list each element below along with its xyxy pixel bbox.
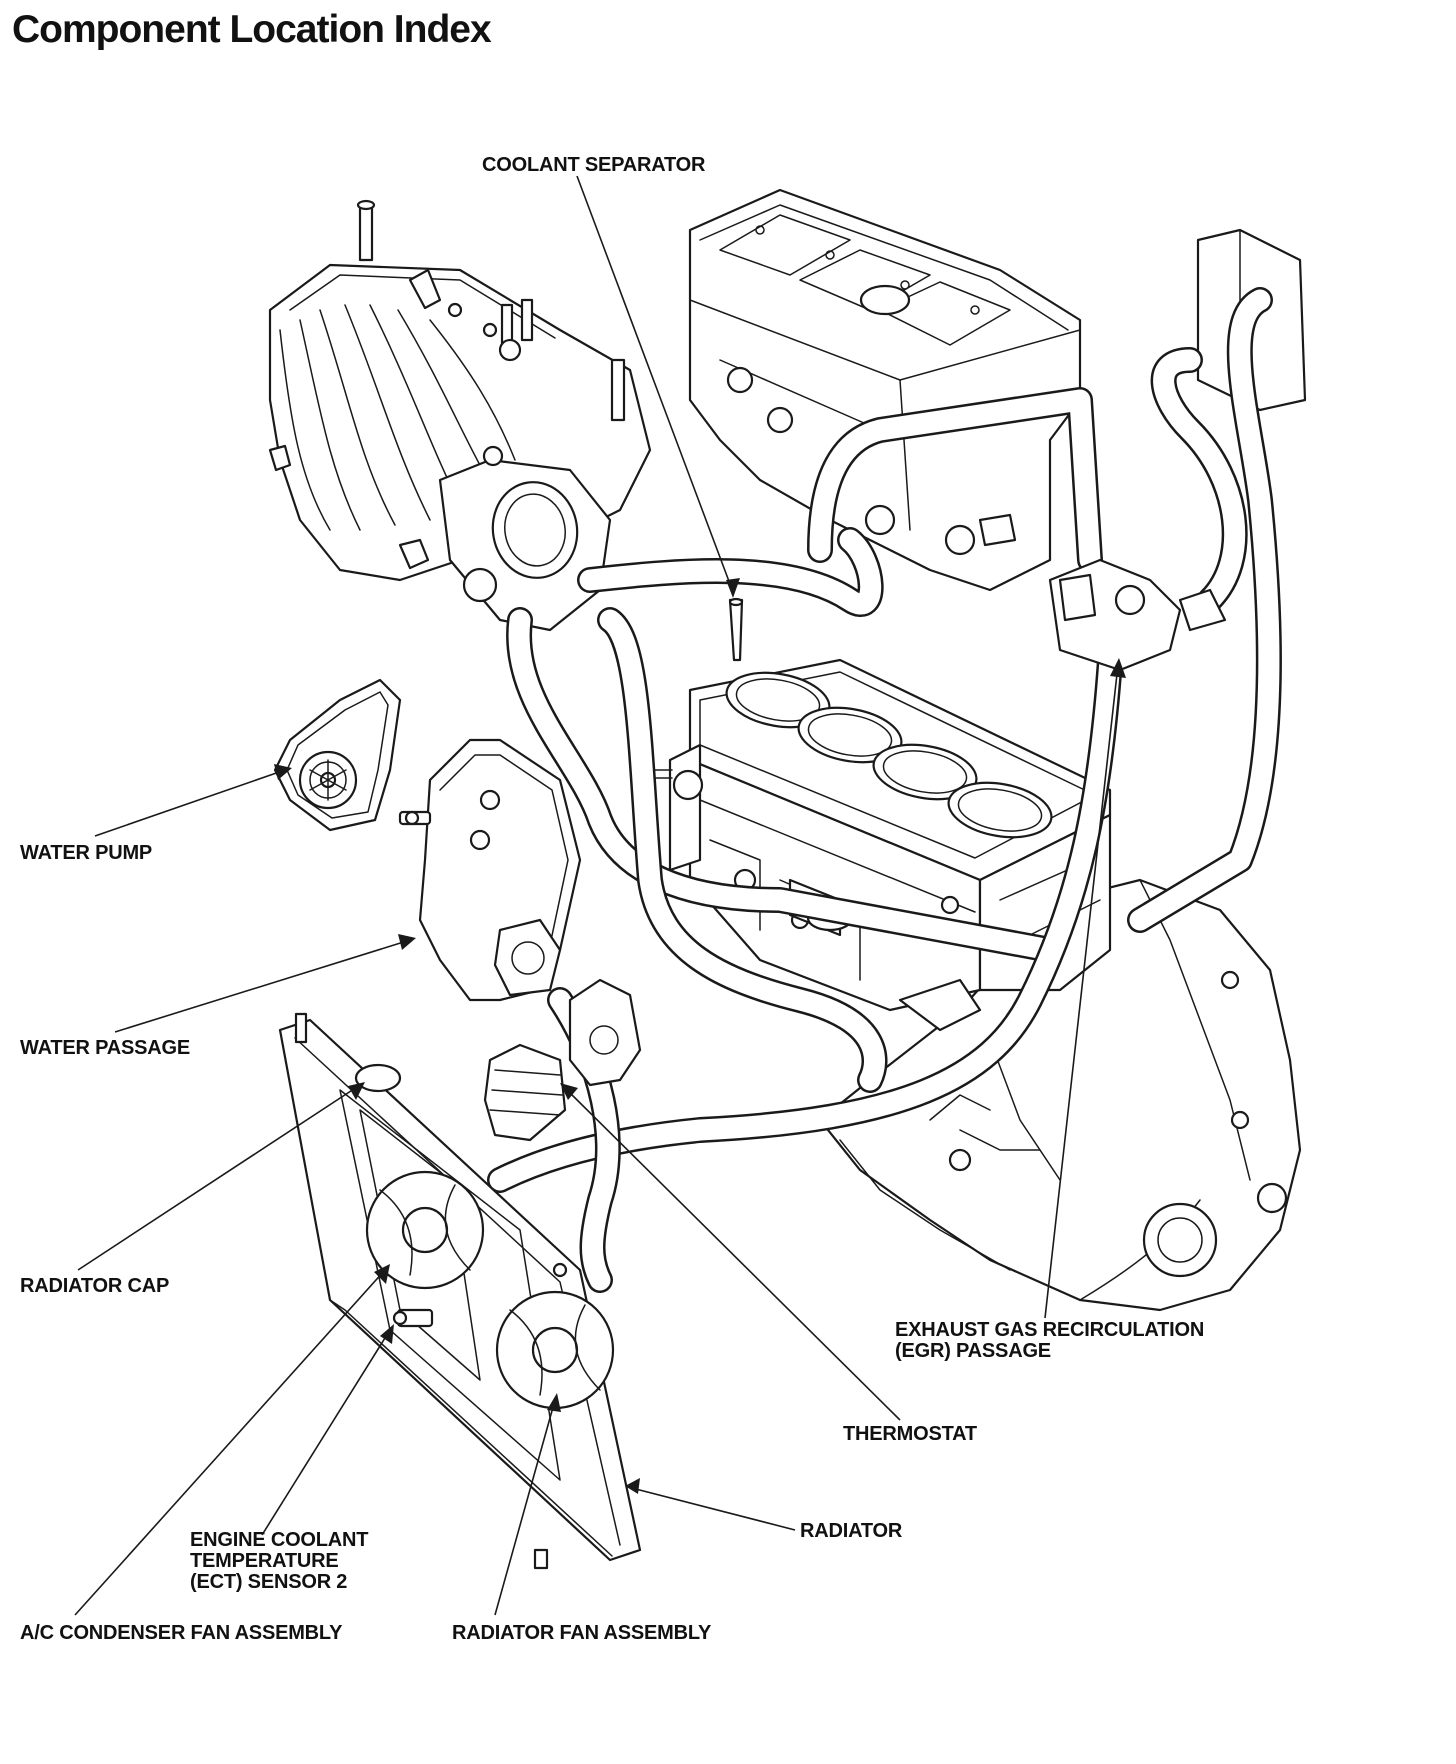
label-egr-passage: EXHAUST GAS RECIRCULATION (EGR) PASSAGE (895, 1320, 1204, 1362)
water-pump-illustration (273, 678, 402, 832)
thermostat-illustration (483, 978, 642, 1142)
label-ac-condenser-fan: A/C CONDENSER FAN ASSEMBLY (20, 1622, 343, 1644)
water-passage-illustration (398, 738, 582, 1002)
label-radiator: RADIATOR (800, 1520, 903, 1542)
label-radiator-cap: RADIATOR CAP (20, 1275, 170, 1297)
intake-manifold-illustration (268, 199, 652, 632)
label-radiator-fan: RADIATOR FAN ASSEMBLY (452, 1622, 712, 1644)
coolant-separator-illustration (728, 597, 744, 662)
label-water-pump: WATER PUMP (20, 842, 153, 864)
cylinder-head-illustration (688, 188, 1082, 592)
leader-lines (74, 175, 1126, 1616)
label-ect-sensor-line-1: ENGINE COOLANT (190, 1529, 369, 1551)
label-thermostat: THERMOSTAT (843, 1423, 977, 1445)
radiator-illustration (278, 1012, 642, 1570)
label-egr-passage-line-1: EXHAUST GAS RECIRCULATION (895, 1319, 1205, 1341)
page-title: Component Location Index (12, 8, 492, 51)
label-egr-passage-line-2: (EGR) PASSAGE (895, 1340, 1051, 1362)
egr-passage-illustration (1048, 558, 1227, 672)
label-ect-sensor-line-3: (ECT) SENSOR 2 (190, 1571, 348, 1593)
label-coolant-separator: COOLANT SEPARATOR (482, 154, 706, 176)
label-ect-sensor-line-2: TEMPERATURE (190, 1550, 339, 1572)
label-water-passage: WATER PASSAGE (20, 1037, 191, 1059)
label-ect-sensor: ENGINE COOLANT TEMPERATURE (ECT) SENSOR … (190, 1529, 369, 1593)
